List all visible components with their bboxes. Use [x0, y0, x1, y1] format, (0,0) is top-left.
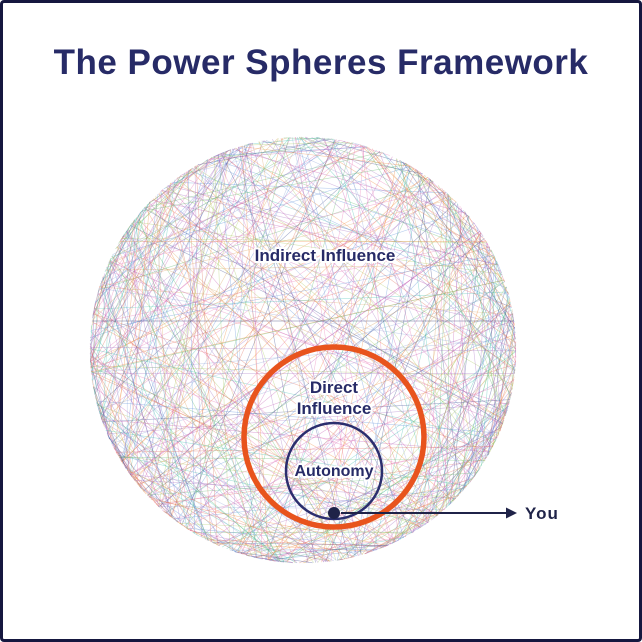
sphere-network [89, 136, 517, 564]
direct-influence-circle [241, 344, 427, 530]
autonomy-label: Autonomy [294, 463, 373, 480]
direct-influence-label-line2: Influence [297, 399, 372, 418]
power-spheres-diagram: Indirect Influence Direct Influence Auto… [89, 136, 559, 564]
indirect-influence-label: Indirect Influence [255, 246, 396, 265]
page-title: The Power Spheres Framework [53, 43, 589, 82]
you-arrow-head-icon [506, 507, 517, 519]
direct-influence-label-line1: Direct [310, 378, 359, 397]
you-label: You [525, 504, 559, 523]
you-dot [328, 507, 340, 519]
